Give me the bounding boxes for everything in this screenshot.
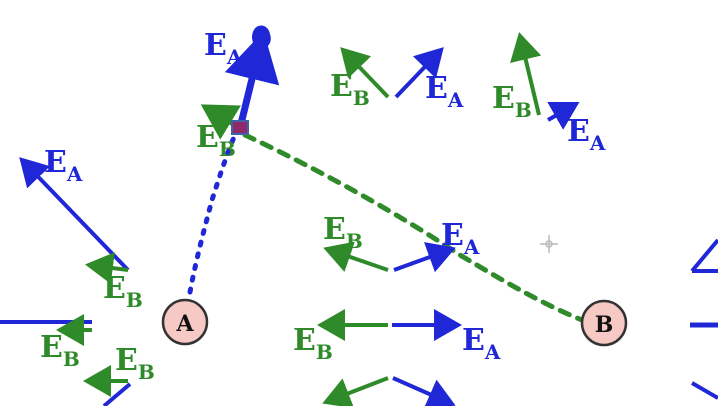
label-eb-middle: EB (323, 212, 363, 253)
dotted-path-from-b (242, 132, 585, 323)
label-eb-upper-mid: EB (330, 69, 370, 110)
label-eb-left-1: EB (103, 271, 143, 312)
label-eb-lower-left: EB (115, 343, 155, 384)
eb-arrow-upper-right (510, 32, 542, 116)
label-ea-center: EA (462, 323, 501, 364)
eb-arrow-upper-mid (340, 47, 390, 99)
charge-a-label: A (175, 311, 194, 337)
eb-arrow-middle (323, 241, 389, 272)
dotted-path-from-a (187, 125, 241, 295)
charge-a: A (161, 298, 209, 346)
ea-arrow-lower-left (102, 382, 132, 406)
ea-arrow-left-long (19, 157, 130, 272)
charge-b-label: B (595, 312, 614, 338)
label-ea-top: EA (204, 28, 243, 69)
label-ea-middle: EA (441, 218, 480, 259)
label-ea-upper-right: EA (567, 114, 606, 155)
charge-b: B (580, 299, 628, 347)
label-ea-upper-mid: EA (425, 71, 464, 112)
ea-arrowhead-blob (252, 25, 271, 50)
eb-arrow-left-1 (85, 252, 129, 284)
label-eb-top: EB (196, 120, 236, 161)
eb-arrow-bottom-center (322, 376, 389, 406)
ea-arrow-middle (393, 242, 456, 273)
ea-arrow-bottom-center (392, 376, 456, 406)
ea-arrow-upper-right (547, 102, 580, 130)
ea-arrow-upper-mid (394, 47, 444, 99)
label-eb-center: EB (293, 323, 333, 364)
crosshair-cursor-icon (540, 235, 558, 253)
label-eb-upper-right: EB (492, 81, 532, 122)
ea-fragment-right-upper (690, 238, 718, 273)
label-eb-left-2: EB (40, 330, 80, 371)
ea-fragment-right-lower (691, 381, 718, 400)
label-ea-left: EA (44, 145, 83, 186)
ea-arrow-top-large (224, 31, 280, 129)
point-marker (231, 120, 249, 135)
